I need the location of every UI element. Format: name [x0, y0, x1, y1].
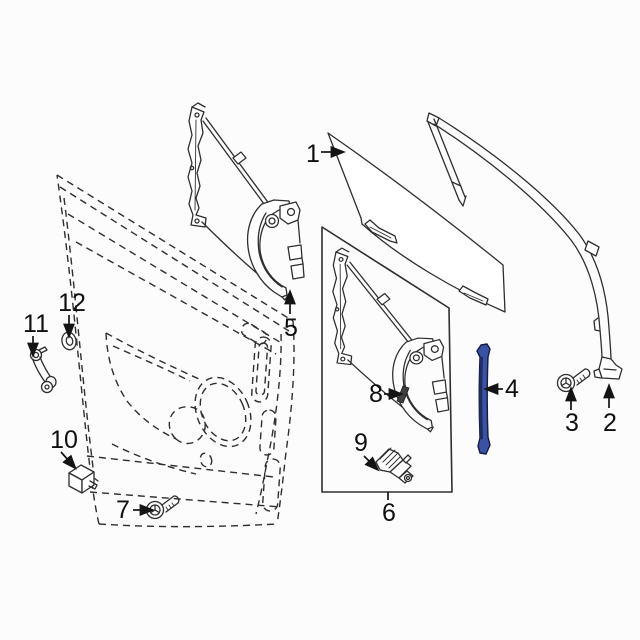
callout-8-label: 8: [369, 380, 383, 408]
door-panel-dashed-outline: [56, 174, 295, 528]
regulator-kit-box: [321, 226, 453, 493]
callout-10-label: 10: [50, 426, 78, 454]
callout-7-label: 7: [116, 496, 130, 524]
callout-labels: 1 2 3 4 5 6 7 8 9 10 11 12: [23, 140, 617, 527]
door-handle-pocket: [240, 322, 268, 345]
callout-5-label: 5: [284, 314, 298, 342]
glass-run-strip-highlighted: [476, 343, 491, 455]
callout-9-label: 9: [354, 429, 368, 457]
callout-arrows: [27, 146, 615, 516]
callout-9-arrow: [363, 455, 380, 472]
callout-10-arrow: [60, 451, 77, 470]
callout-3-label: 3: [565, 409, 579, 437]
callout-2-label: 2: [603, 409, 617, 437]
callout-12-label: 12: [58, 289, 86, 317]
window-glass: [327, 132, 506, 313]
callout-6-label: 6: [382, 499, 396, 527]
bracket-module: [68, 464, 99, 494]
callout-11-label: 11: [23, 310, 49, 338]
glass-run-channel-frame: [426, 112, 623, 380]
window-motor: [375, 447, 414, 484]
callout-1-label: 1: [306, 140, 320, 168]
speaker-hole-outline: [194, 376, 252, 448]
frame-bolt: [556, 368, 591, 393]
callout-4-label: 4: [505, 375, 519, 403]
small-access-hole: [199, 452, 213, 468]
